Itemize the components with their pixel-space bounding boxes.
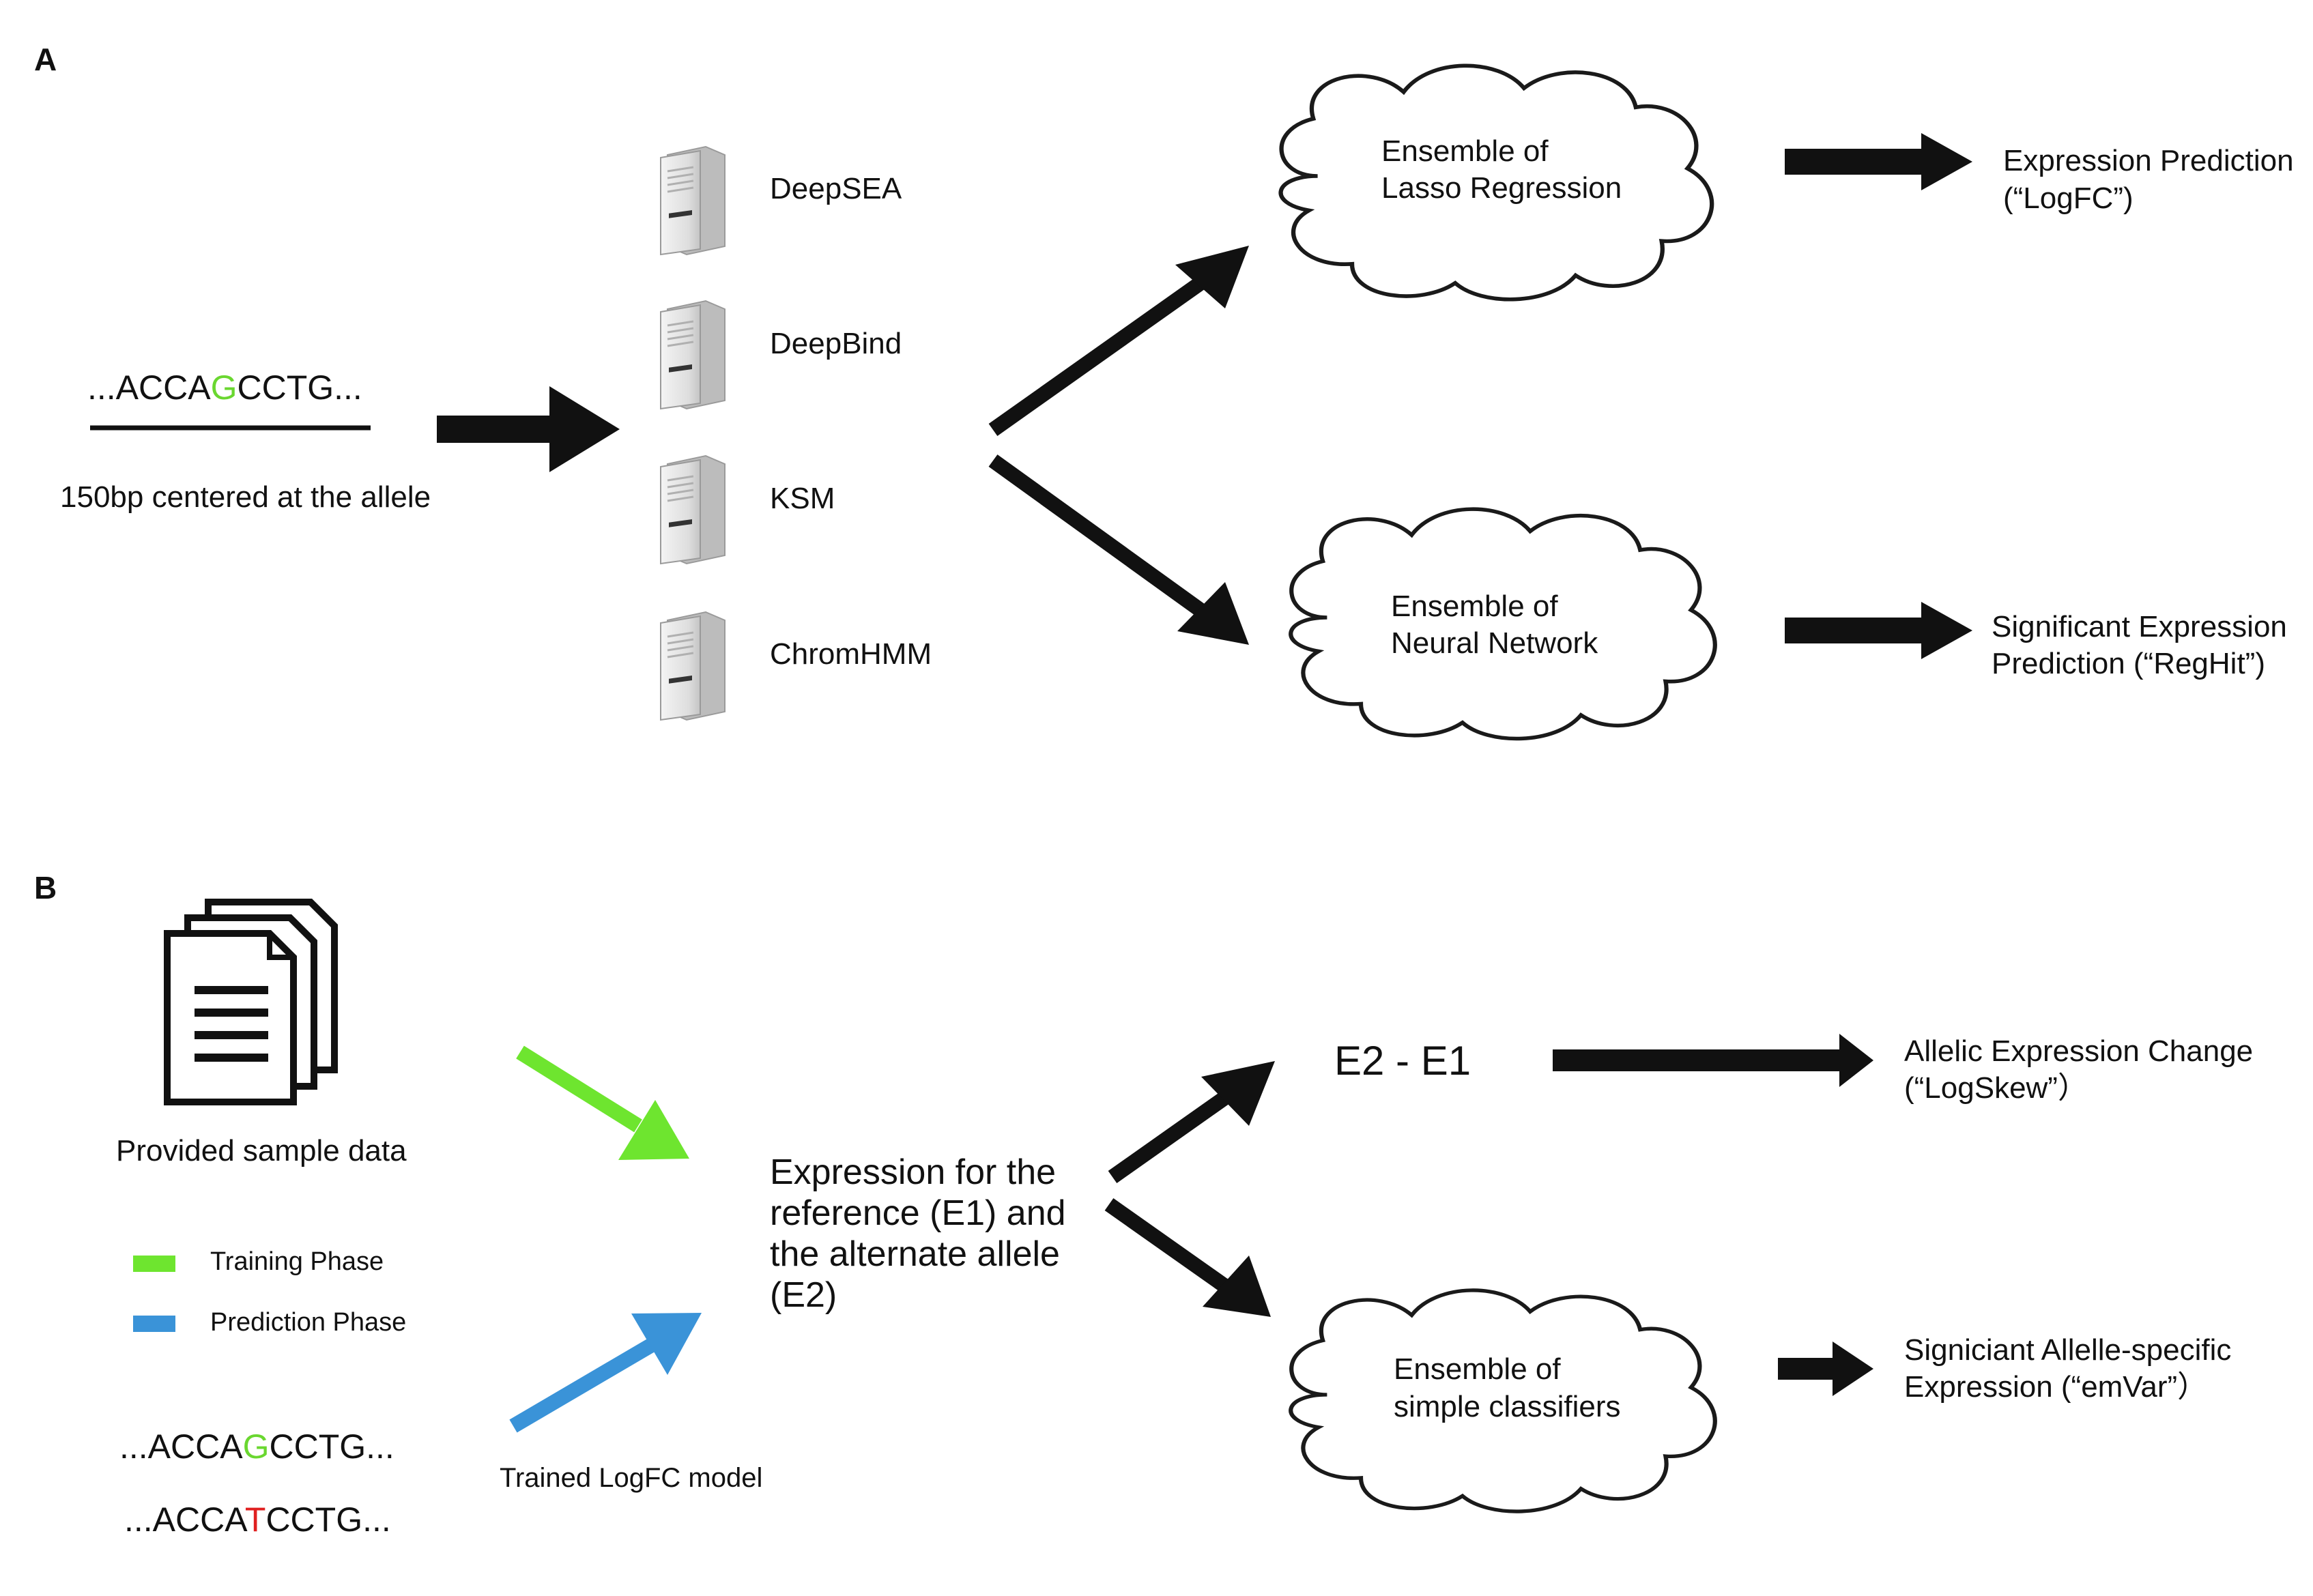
documents-caption: Provided sample data (116, 1134, 407, 1167)
output-reghit-line1: Significant Expression (1992, 610, 2287, 643)
cloud-classifiers-line2: simple classifiers (1394, 1390, 1621, 1423)
arrow-neural-to-output (1785, 602, 1972, 659)
tool-label: KSM (770, 482, 835, 515)
server-icon (659, 145, 726, 256)
output-reghit-line2: Prediction (“RegHit”) (1992, 647, 2265, 680)
sequence-suffix: CCTG... (237, 368, 362, 407)
cloud-classifiers-line1: Ensemble of (1394, 1352, 1561, 1386)
arrow-prediction-blue (509, 1313, 702, 1433)
panel-b-label: B (34, 870, 57, 905)
tool-label: DeepSEA (770, 172, 902, 205)
model-caption: Trained LogFC model (500, 1463, 763, 1493)
cloud-neural-line1: Ensemble of (1391, 590, 1558, 623)
legend-prediction-label: Prediction Phase (210, 1308, 407, 1337)
output-logskew-line1: Allelic Expression Change (1904, 1034, 2254, 1068)
arrow-training-green (516, 1045, 689, 1160)
server-icon (659, 454, 726, 565)
expression-line-3: the alternate allele (770, 1234, 1060, 1274)
arrow-sequence-to-tools (437, 386, 620, 472)
sequence-prefix: ...ACCA (124, 1500, 245, 1539)
difference-label: E2 - E1 (1334, 1038, 1471, 1084)
arrow-expression-to-difference (1108, 1061, 1275, 1183)
arrow-classifiers-to-output (1778, 1341, 1873, 1396)
allele-highlight: G (242, 1427, 270, 1466)
sequence-a: ...ACCAGCCTG... (87, 366, 362, 410)
panel-a-label: A (34, 42, 57, 77)
server-icon (659, 611, 726, 721)
cloud-lasso-line1: Ensemble of (1381, 134, 1549, 168)
sequence-prefix: ...ACCA (119, 1427, 243, 1466)
arrow-tools-to-lasso (988, 246, 1249, 436)
expression-line-4: (E2) (770, 1275, 837, 1315)
tool-label: ChromHMM (770, 637, 932, 671)
allele-highlight: G (210, 368, 238, 407)
sequence-prefix: ...ACCA (87, 368, 211, 407)
output-logfc-line2: (“LogFC”) (2003, 182, 2134, 215)
document-stack-icon (164, 899, 338, 1105)
cloud-lasso-line2: Lasso Regression (1381, 171, 1622, 205)
output-logfc-line1: Expression Prediction (2003, 144, 2294, 177)
sequence-alternate: ...ACCATCCTG... (124, 1498, 391, 1542)
legend-swatch-training (133, 1256, 175, 1272)
legend-swatch-prediction (133, 1316, 175, 1332)
tool-label: DeepBind (770, 327, 902, 360)
legend-training-label: Training Phase (210, 1247, 384, 1276)
sequence-reference: ...ACCAGCCTG... (119, 1425, 394, 1469)
cloud-neural-line2: Neural Network (1391, 626, 1598, 660)
allele-highlight: T (244, 1500, 266, 1539)
output-logskew-line2: (“LogSkew”） (1904, 1071, 2088, 1105)
sequence-suffix: CCTG... (269, 1427, 394, 1466)
server-icon (659, 300, 726, 410)
arrow-tools-to-neural (988, 454, 1249, 645)
expression-line-1: Expression for the (770, 1152, 1057, 1192)
expression-line-2: reference (E1) and (770, 1193, 1066, 1233)
output-emvar-line1: Signiciant Allelle-specific (1904, 1333, 2232, 1367)
arrow-difference-to-output (1553, 1034, 1873, 1087)
arrow-lasso-to-output (1785, 133, 1972, 190)
sequence-caption: 150bp centered at the allele (60, 480, 431, 514)
arrow-expression-to-classifiers (1104, 1198, 1271, 1317)
output-emvar-line2: Expression (“emVar”） (1904, 1370, 2208, 1404)
sequence-suffix: CCTG... (265, 1500, 391, 1539)
